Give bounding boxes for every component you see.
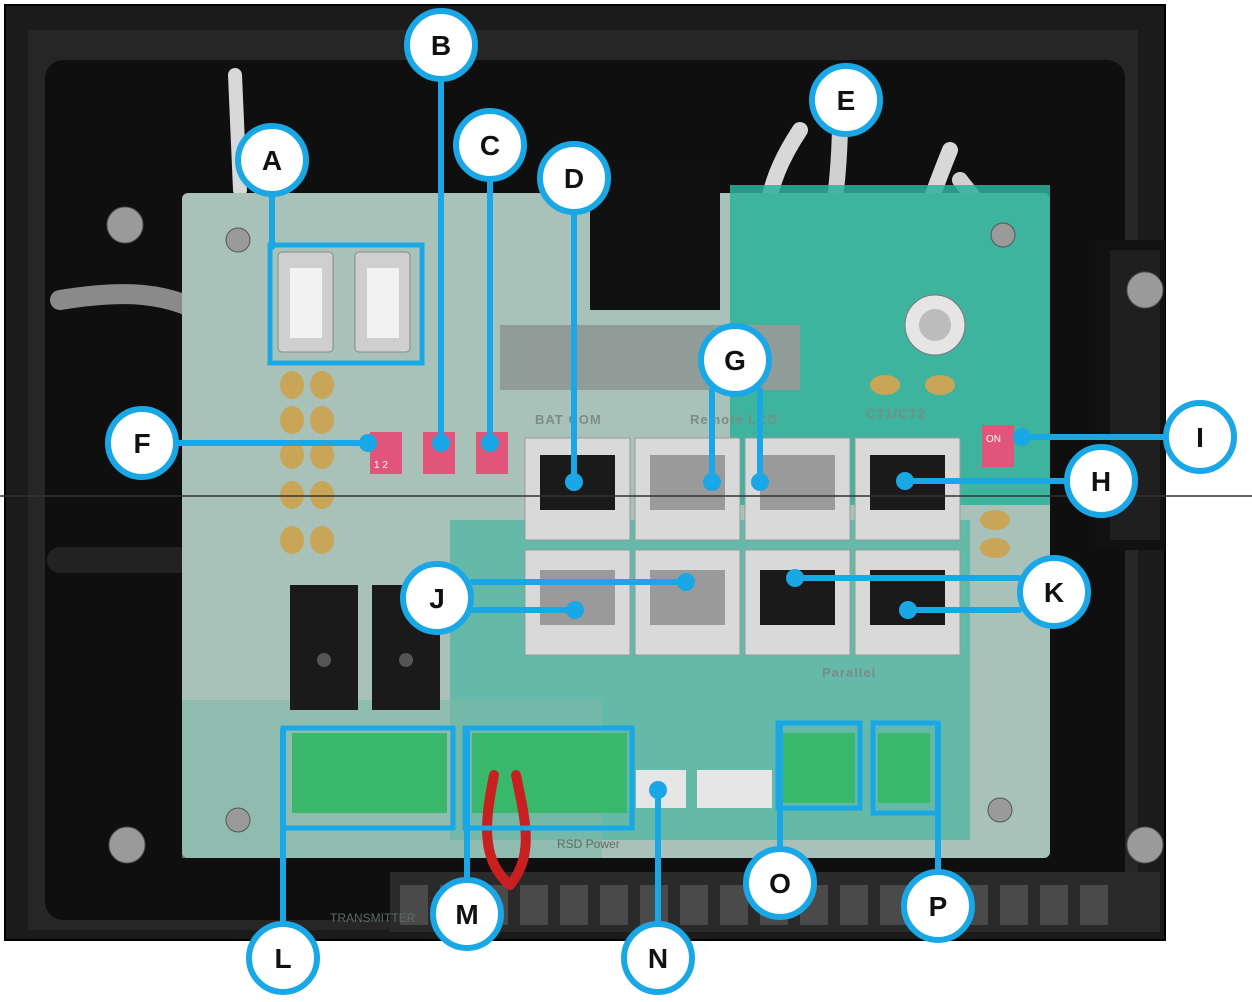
callout-letter: N [648, 943, 668, 974]
bat-com-label: BAT COM [535, 412, 602, 427]
callout-letter: C [480, 130, 500, 161]
callout-leader-o [775, 720, 863, 811]
callout-b: B [404, 8, 478, 82]
callout-leader-n [649, 781, 667, 799]
callout-letter: J [429, 583, 445, 614]
callout-leader-i [1013, 428, 1031, 446]
callout-letter: P [929, 891, 948, 922]
callout-i: I [1163, 400, 1237, 474]
rj45-port-grid: BAT COM Remote LCD CT1/CT2 Parallel [524, 406, 961, 680]
callout-leader-l [280, 725, 456, 831]
callout-leader-m [462, 725, 635, 831]
callout-circle [901, 869, 975, 943]
callout-o: O [743, 846, 817, 920]
capacitors [280, 371, 1010, 558]
callout-badges: A B C D E F G H I J K L M N O P [105, 8, 1237, 995]
callout-letter: D [564, 163, 584, 194]
callout-circle [698, 323, 772, 397]
callout-leader-k [786, 569, 804, 587]
callout-circle [1064, 444, 1138, 518]
callout-circle [235, 123, 309, 197]
callout-leader-b [432, 434, 450, 452]
callout-letter: A [262, 145, 282, 176]
callout-leader-j [566, 601, 584, 619]
callout-e: E [809, 63, 883, 137]
callout-leader-f [359, 434, 377, 452]
callout-circle [400, 561, 474, 635]
callout-c: C [453, 108, 527, 182]
callout-circle [537, 141, 611, 215]
callout-n: N [621, 921, 695, 995]
callout-k: K [1017, 555, 1091, 629]
callout-leader-a [267, 242, 425, 366]
callout-letter: G [724, 345, 746, 376]
callout-circle [743, 846, 817, 920]
rsd-wires [482, 770, 531, 890]
callout-leaders [174, 77, 1168, 926]
ct1-ct2-label: CT1/CT2 [866, 406, 926, 421]
callout-circle [1163, 400, 1237, 474]
dip-on-label: ON [986, 434, 1001, 445]
remote-lcd-label: Remote LCD [690, 412, 778, 427]
callout-leader-p [870, 720, 941, 816]
dip-12-label: 1 2 [374, 460, 388, 471]
callout-letter: M [455, 899, 478, 930]
callout-circle [809, 63, 883, 137]
dip-switches: ON 1 2 [370, 425, 1014, 474]
callout-leader-g [751, 473, 769, 491]
electrolytic-capacitor [904, 294, 966, 356]
callout-leader-k [899, 601, 917, 619]
callout-a: A [235, 123, 309, 197]
callout-leader-h [896, 472, 914, 490]
callout-circle [105, 406, 179, 480]
callout-letter: L [274, 943, 291, 974]
callout-letter: I [1196, 422, 1204, 453]
callout-circle [404, 8, 478, 82]
callout-leader-g [703, 473, 721, 491]
callout-f: F [105, 406, 179, 480]
callout-circle [621, 921, 695, 995]
callout-letter: F [133, 428, 150, 459]
callout-letter: O [769, 868, 791, 899]
callout-leader-d [565, 473, 583, 491]
callout-p: P [901, 869, 975, 943]
callout-j: J [400, 561, 474, 635]
callout-d: D [537, 141, 611, 215]
callout-letter: E [837, 85, 856, 116]
rsd-power-label: RSD Power [557, 837, 620, 851]
callout-h: H [1064, 444, 1138, 518]
callout-m: M [430, 877, 504, 951]
callout-letter: K [1044, 577, 1064, 608]
callout-circle [1017, 555, 1091, 629]
terminal-blocks: RSD Power [292, 733, 930, 851]
transmitter-label: TRANSMITTER [330, 911, 416, 925]
callout-circle [430, 877, 504, 951]
callout-leader-j [677, 573, 695, 591]
callout-leader-c [481, 434, 499, 452]
callout-circle [453, 108, 527, 182]
callout-letter: B [431, 30, 451, 61]
parallel-label: Parallel [822, 665, 876, 680]
usb-ports [277, 251, 411, 353]
callout-l: L [246, 921, 320, 995]
callout-letter: H [1091, 466, 1111, 497]
callout-g: G [698, 323, 772, 397]
screws [106, 206, 1164, 864]
callout-circle [246, 921, 320, 995]
